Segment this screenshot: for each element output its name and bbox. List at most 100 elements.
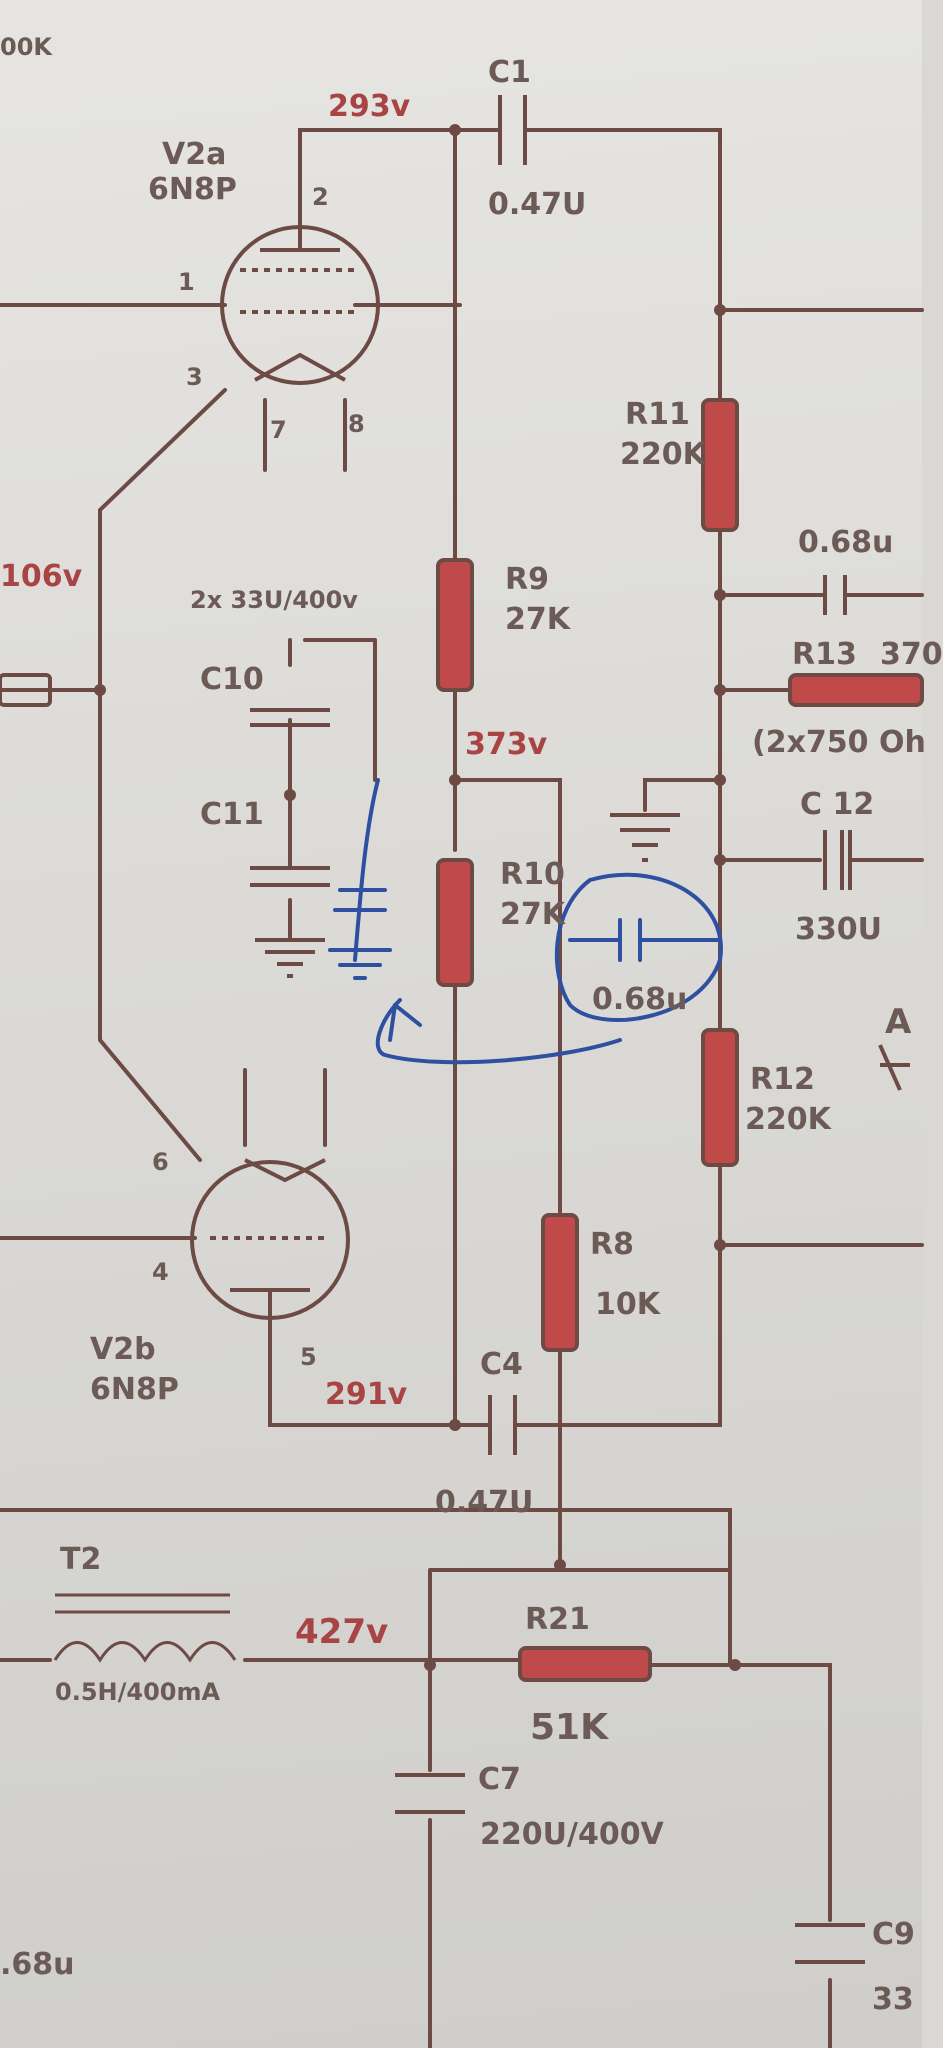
r12-name: R12 <box>750 1062 815 1097</box>
c10-c11-spec: 2x 33U/400v <box>190 586 358 614</box>
tubes <box>190 165 380 1320</box>
schematic-drawing <box>0 95 924 2048</box>
r13-note: (2x750 Oh <box>752 725 926 760</box>
pen-arrow-head <box>388 1003 422 1042</box>
arrow-marker <box>878 1044 910 1091</box>
r10-body <box>436 858 474 987</box>
c7-plates <box>395 1773 465 1814</box>
ground-c11 <box>255 938 325 978</box>
pen-annotations <box>328 778 723 1065</box>
c12-value: 330U <box>795 912 882 947</box>
c4-name: C4 <box>480 1347 523 1382</box>
r13-name: R13 <box>792 637 857 672</box>
r21-body <box>518 1646 652 1682</box>
wire-r21-out <box>648 1663 832 1922</box>
r21-value: 51K <box>530 1707 608 1748</box>
c9-value-fragment: 33 <box>872 1982 914 2017</box>
r21-name: R21 <box>525 1602 590 1637</box>
v2a-name: V2a <box>162 137 227 172</box>
junctions <box>94 124 741 1671</box>
c9-plates <box>795 1923 865 1964</box>
r9-value: 27K <box>505 602 570 637</box>
c7-value: 220U/400V <box>480 1817 664 1852</box>
v2a-grid <box>240 268 360 314</box>
capacitors <box>250 95 865 1964</box>
r11-name: R11 <box>625 397 690 432</box>
c11-name: C11 <box>200 797 264 832</box>
cap-068-plates <box>823 575 847 615</box>
c12-plates <box>823 830 852 890</box>
ground-mid <box>610 813 680 862</box>
pin-4: 4 <box>152 1258 169 1286</box>
wire-cathode-cross <box>98 388 227 1162</box>
t2-name: T2 <box>60 1542 102 1577</box>
c7-name: C7 <box>478 1762 521 1797</box>
wire-heater-pins <box>263 398 347 472</box>
c1-value: 0.47U <box>488 187 587 222</box>
pin-8: 8 <box>348 410 365 438</box>
arrow-letter: A <box>885 1002 912 1042</box>
r12-value: 220K <box>745 1102 831 1137</box>
wire-v2b-cathode <box>268 1318 457 1427</box>
r10-name: R10 <box>500 857 565 892</box>
pin-6: 6 <box>152 1148 169 1176</box>
r8-value: 10K <box>595 1287 660 1322</box>
wire-b-plus <box>0 1508 732 1667</box>
wire-373-node <box>453 668 562 1442</box>
voltage-291: 291v <box>325 1377 408 1412</box>
wire-ground-mid <box>643 778 722 812</box>
r9-name: R9 <box>505 562 549 597</box>
c1-plates <box>498 95 527 165</box>
r12-body <box>701 1028 739 1167</box>
wire-heater-pins-b <box>243 1068 327 1147</box>
c4-value: 0.47U <box>435 1485 534 1520</box>
pen-068-cap <box>568 918 722 962</box>
v2b-plate <box>230 1288 310 1320</box>
c10-plates <box>250 708 330 727</box>
pin-2: 2 <box>312 183 329 211</box>
wire-v2a-plate <box>298 128 457 167</box>
r9-body <box>436 558 474 692</box>
t2-value: 0.5H/400mA <box>55 1678 221 1706</box>
wire-c10-c11-right <box>303 638 377 782</box>
pin-3: 3 <box>186 363 203 391</box>
pen-arrow-return <box>375 998 622 1065</box>
r10-value: 27K <box>500 897 565 932</box>
pen-loop <box>554 872 723 1022</box>
pin-5: 5 <box>300 1343 317 1371</box>
t2-core <box>55 1593 230 1614</box>
pen-ground <box>328 948 392 980</box>
r11-value: 220K <box>620 437 706 472</box>
t2-coil <box>53 1641 237 1663</box>
voltage-293: 293v <box>328 89 411 124</box>
arrow-k <box>878 1044 910 1091</box>
v2a-plate <box>260 165 340 252</box>
pin-7: 7 <box>270 416 287 444</box>
c4-plates <box>488 1395 517 1455</box>
v2b-type: 6N8P <box>90 1372 179 1407</box>
cap-068-top-value: 0.68u <box>798 525 894 560</box>
pen-cap-left <box>353 778 380 962</box>
pen-cap-plates <box>333 888 387 912</box>
resistors <box>0 398 924 1682</box>
grounds <box>255 813 680 978</box>
c10-name: C10 <box>200 662 264 697</box>
transformer-t2 <box>53 1593 237 1663</box>
voltage-373: 373v <box>465 727 548 762</box>
input-resistor-body <box>0 673 52 707</box>
c9-name: C9 <box>872 1917 915 1952</box>
wire-c7 <box>428 1568 732 2048</box>
r13-value: 370 <box>880 637 943 672</box>
r13-body <box>788 673 924 707</box>
v2a-type: 6N8P <box>148 172 237 207</box>
c11-plates <box>250 866 330 887</box>
cap-068-handdrawn-value: 0.68u <box>592 982 688 1017</box>
v2b-name: V2b <box>90 1332 156 1367</box>
r8-body <box>541 1213 579 1352</box>
c1-name: C1 <box>488 55 531 90</box>
r11-body <box>701 398 739 532</box>
voltage-106: 106v <box>0 559 83 594</box>
top-left-fragment: 00K <box>0 33 52 61</box>
bottom-left-fragment: .68u <box>0 1947 75 1982</box>
voltage-427: 427v <box>295 1612 389 1652</box>
